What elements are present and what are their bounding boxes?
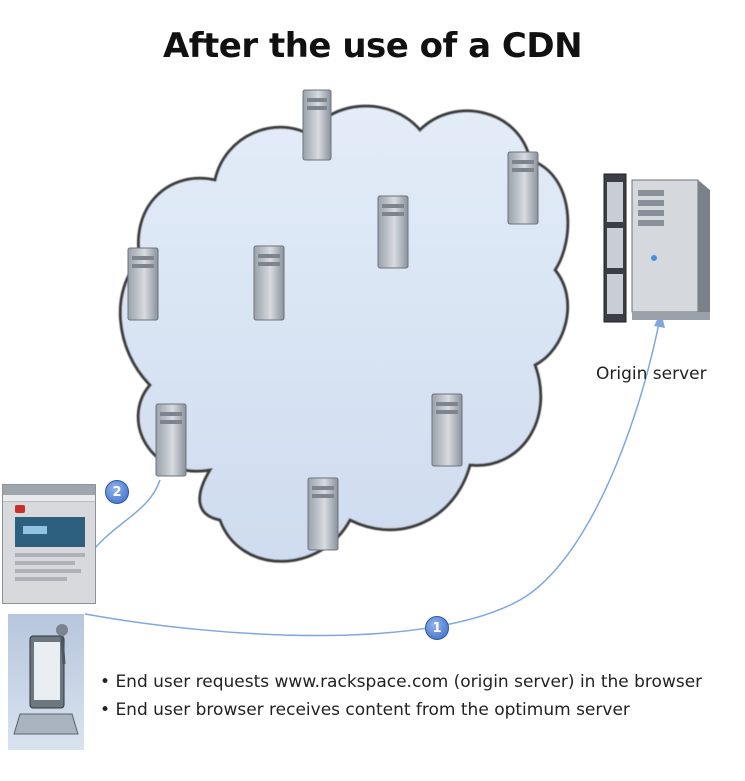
- cdn-server-icon: [507, 151, 539, 225]
- laptop-user-icon: [8, 614, 84, 750]
- step-1-badge: 1: [425, 616, 449, 640]
- bullet-list: End user requests www.rackspace.com (ori…: [100, 668, 740, 724]
- cdn-cloud: [118, 104, 570, 563]
- cdn-server-icon: [431, 393, 463, 467]
- cdn-server-icon: [302, 89, 332, 161]
- response-arrow: [94, 479, 161, 549]
- bullet-item: End user requests www.rackspace.com (ori…: [100, 668, 740, 696]
- laptop-graphic: [13, 624, 79, 735]
- request-arrow: [84, 317, 661, 637]
- cdn-server-icon: [127, 247, 159, 321]
- diagram-title: After the use of a CDN: [162, 26, 583, 66]
- cdn-server-icon: [307, 477, 339, 551]
- origin-server-label: Origin server: [596, 364, 707, 384]
- cdn-server-icon: [377, 195, 409, 269]
- cdn-server-icon: [253, 245, 285, 321]
- bullet-item: End user browser receives content from t…: [100, 696, 740, 724]
- cdn-server-icon: [155, 403, 187, 477]
- origin-server-icon: [603, 173, 710, 323]
- step-2-badge: 2: [105, 480, 129, 504]
- browser-window-icon: [2, 484, 96, 604]
